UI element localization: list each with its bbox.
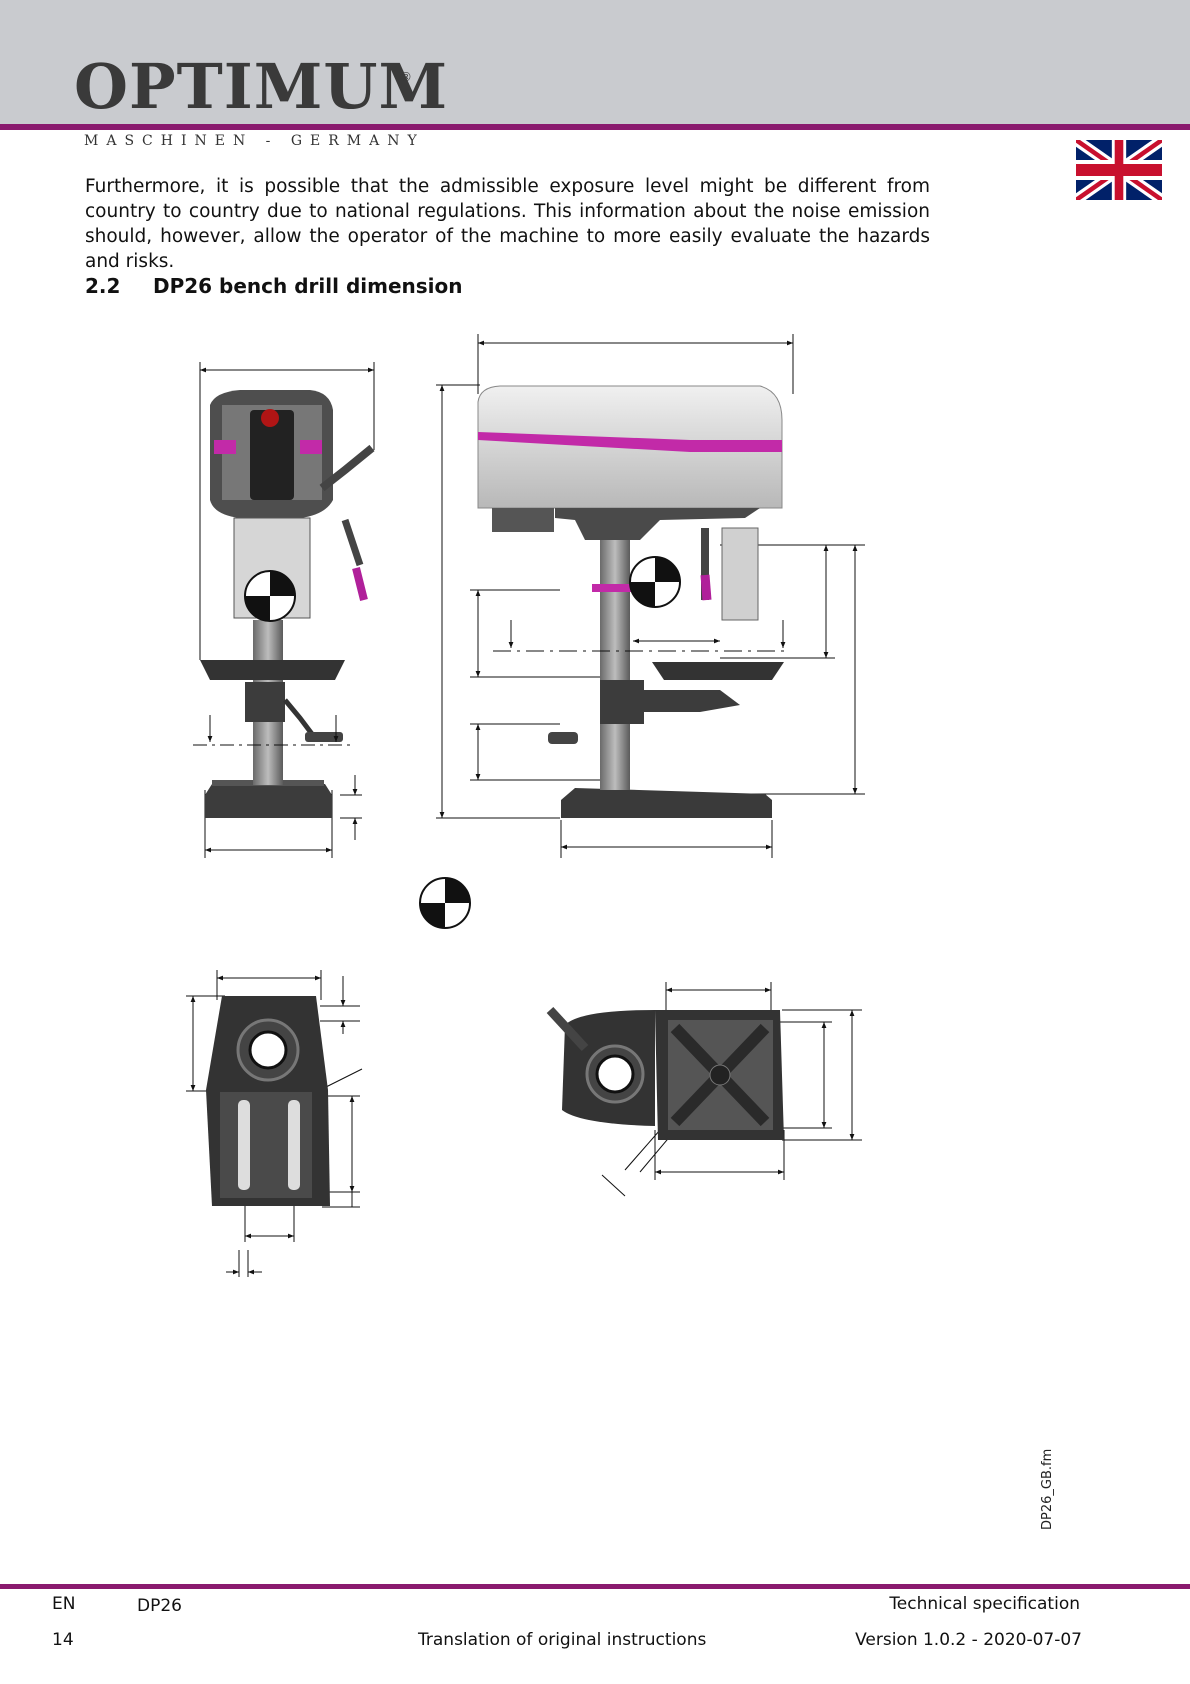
- page-header: [0, 0, 1190, 124]
- intro-paragraph: Furthermore, it is possible that the adm…: [85, 176, 930, 272]
- header-rule: [0, 124, 1190, 130]
- table-top-view: [546, 982, 862, 1197]
- base-top-view: [186, 970, 363, 1277]
- file-tag: DP26_GB.fm: [1040, 1448, 1055, 1530]
- footer-chapter: Technical specification: [889, 1594, 1080, 1614]
- front-view: [193, 362, 375, 858]
- page-number: 14: [52, 1630, 74, 1650]
- registered-mark: ®: [400, 70, 412, 84]
- section-title: DP26 bench drill dimension: [153, 274, 463, 298]
- footer-language: EN: [52, 1594, 76, 1614]
- footer-translation: Translation of original instructions: [418, 1630, 707, 1650]
- side-view: [436, 334, 865, 858]
- brand-subtitle: MASCHINEN - GERMANY: [84, 133, 425, 149]
- footer-version: Version 1.0.2 - 2020-07-07: [855, 1630, 1082, 1650]
- footer-rule: [0, 1584, 1190, 1589]
- center-of-gravity-icon: [419, 877, 471, 929]
- section-number: 2.2: [85, 274, 121, 298]
- section-heading: 2.2 DP26 bench drill dimension: [85, 274, 463, 298]
- uk-flag-icon: [1076, 140, 1162, 200]
- brand-logo: OPTIMUM: [74, 50, 449, 123]
- footer-model: DP26: [137, 1596, 182, 1616]
